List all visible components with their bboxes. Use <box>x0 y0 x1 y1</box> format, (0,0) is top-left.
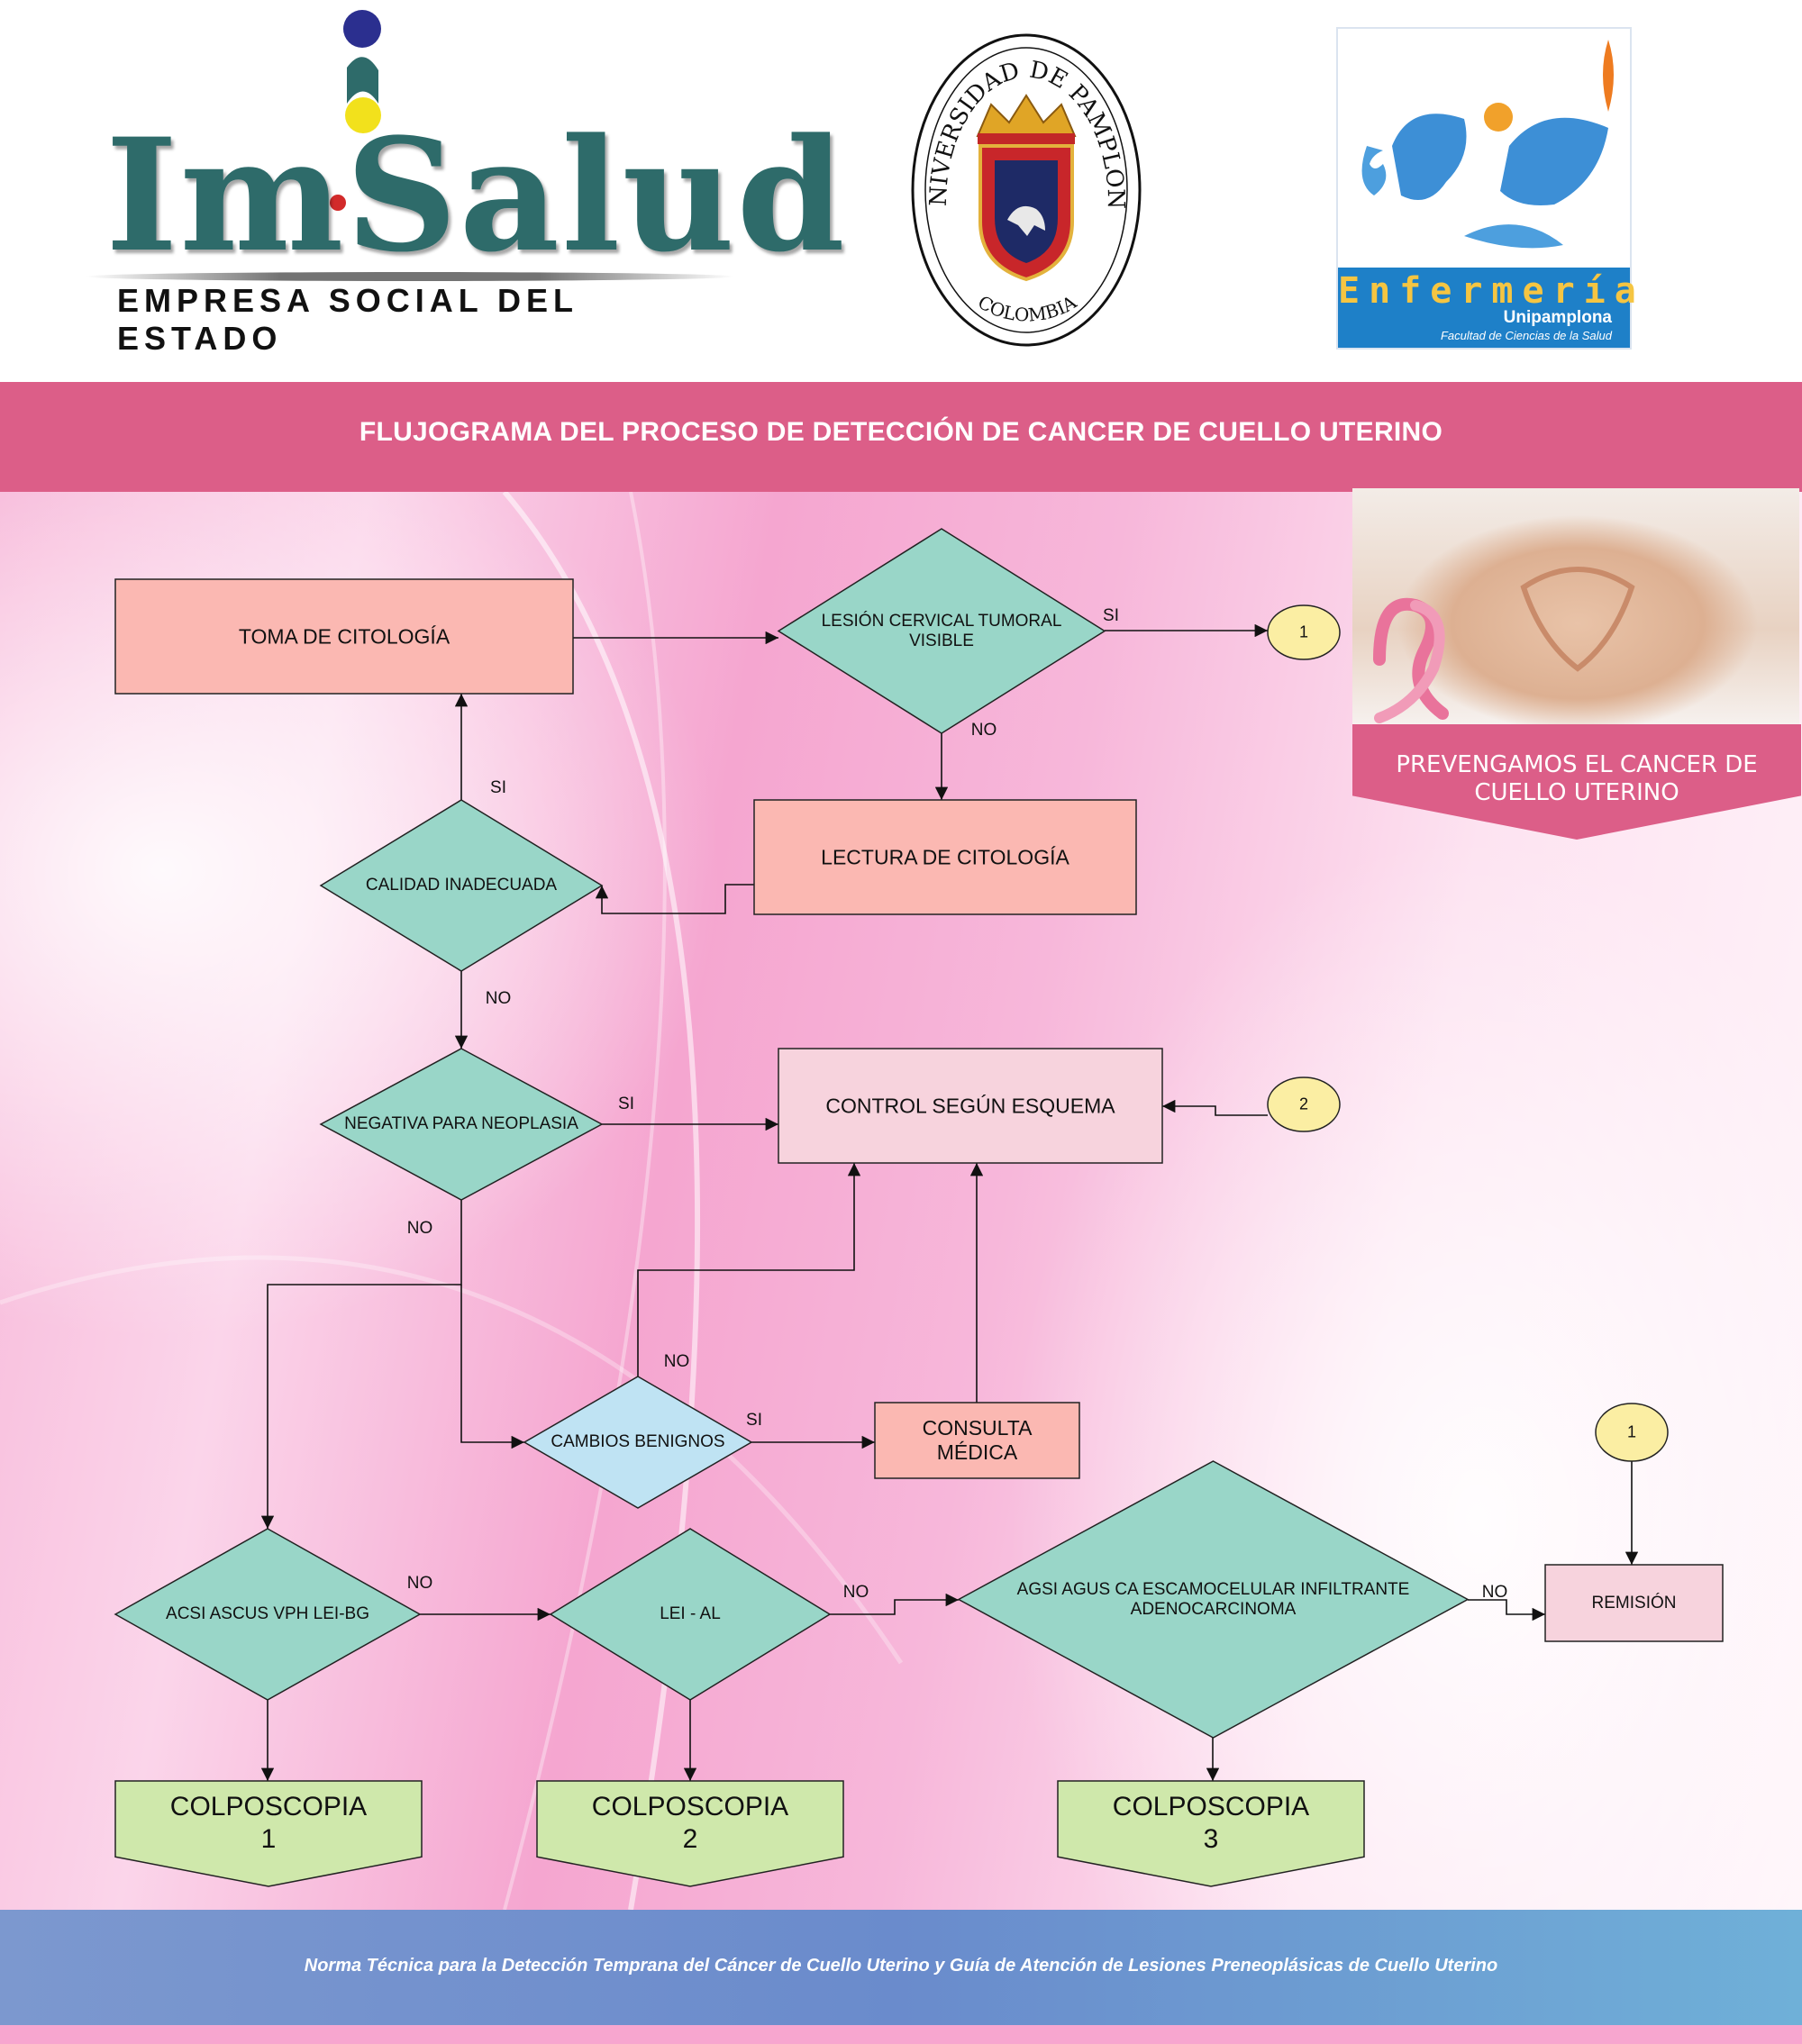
node-label-cambios: CAMBIOS BENIGNOS <box>551 1432 725 1451</box>
node-calidad <box>319 799 604 972</box>
node-label-lectura: LECTURA DE CITOLOGÍA <box>821 845 1069 868</box>
node-colpo1 <box>114 1780 423 1887</box>
shield-icon <box>978 144 1074 282</box>
unipamplona-seal: UNIVERSIDAD DE PAMPLONA COLOMBIA <box>900 12 1142 348</box>
edge-label-lesion-si: SI <box>1103 606 1119 625</box>
edge-conn2-control <box>1162 1099 1268 1116</box>
node-lectura <box>753 799 1137 915</box>
node-label-conn1a: 1 <box>1298 622 1309 641</box>
node-agsi <box>957 1460 1470 1739</box>
footer-text: Norma Técnica para la Detección Temprana… <box>304 1956 1498 1976</box>
node-acsi <box>114 1528 422 1701</box>
edge-label-cambios-no: NO <box>663 1352 690 1371</box>
edge-label-lesion-no: NO <box>970 721 997 740</box>
edge-negativa-cambios <box>460 1285 524 1449</box>
imsalud-wordmark: ImSalud <box>105 104 847 286</box>
node-toma <box>114 578 574 695</box>
node-conn2 <box>1267 1077 1341 1132</box>
edge-label-negativa-si: SI <box>618 1095 634 1113</box>
edge-label-calidad-no: NO <box>485 989 512 1008</box>
edge-lectura-calidad <box>595 884 754 914</box>
node-lesion <box>777 528 1106 734</box>
node-consulta <box>874 1402 1080 1479</box>
enfermeria-band <box>1338 268 1630 348</box>
edge-lei-agsi <box>830 1593 959 1615</box>
node-conn1b <box>1595 1403 1669 1462</box>
node-cambios <box>523 1376 753 1509</box>
node-label-negativa: NEGATIVA PARA NEOPLASIA <box>344 1114 578 1133</box>
abdomen-photo <box>1352 488 1799 724</box>
node-colpo2 <box>536 1780 844 1887</box>
caring-hands-icon <box>1361 40 1614 249</box>
enfermeria-title: Enfermería <box>1338 270 1645 312</box>
edge-negativa-acsi <box>260 1200 462 1529</box>
imsalud-underline <box>86 272 734 281</box>
node-label-remision: REMISIÓN <box>1591 1593 1677 1612</box>
node-colpo3 <box>1057 1780 1365 1887</box>
node-label-toma: TOMA DE CITOLOGÍA <box>238 624 450 648</box>
edge-label-cambios-si: SI <box>746 1411 762 1430</box>
node-conn1a <box>1267 604 1341 660</box>
node-label-lei: LEI - AL <box>660 1604 721 1623</box>
node-label-conn2: 2 <box>1298 1095 1309 1113</box>
node-lei <box>549 1528 832 1701</box>
node-label-conn1b: 1 <box>1626 1422 1637 1441</box>
edge-label-acsi-no: NO <box>406 1574 433 1593</box>
edge-label-calidad-si: SI <box>490 778 506 797</box>
node-label-acsi: ACSI ASCUS VPH LEI-BG <box>166 1604 369 1623</box>
enfermeria-logo: Enfermería Unipamplona Facultad de Cienc… <box>1336 27 1645 350</box>
edge-label-agsi-no: NO <box>1481 1583 1508 1602</box>
node-remision <box>1544 1564 1724 1642</box>
enfermeria-caption: Facultad de Ciencias de la Salud <box>1440 329 1612 342</box>
page-title: FLUJOGRAMA DEL PROCESO DE DETECCIÓN DE C… <box>359 417 1443 447</box>
edge-agsi-remision <box>1468 1599 1545 1622</box>
imsalud-logo: ImSalud EMPRESA SOCIAL DEL ESTADO <box>77 9 845 357</box>
edge-label-negativa-no: NO <box>406 1219 433 1238</box>
pink-ribbon-icon <box>1373 567 1635 723</box>
edge-cambios-control <box>637 1163 861 1376</box>
bottom-strip <box>0 2025 1802 2044</box>
imsalud-subtitle: EMPRESA SOCIAL DEL ESTADO <box>117 282 578 357</box>
node-label-control: CONTROL SEGÚN ESQUEMA <box>825 1094 1115 1117</box>
prevention-banner-text: PREVENGAMOS EL CANCER DE CUELLO UTERINO <box>1396 751 1758 806</box>
title-band <box>0 382 1802 492</box>
enfermeria-subtitle: Unipamplona <box>1503 308 1612 327</box>
node-label-calidad: CALIDAD INADECUADA <box>365 876 558 895</box>
crown-icon <box>976 94 1077 144</box>
edge-label-lei-no: NO <box>842 1583 869 1602</box>
imsalud-emblem <box>330 10 381 211</box>
node-control <box>778 1048 1163 1164</box>
footer-band <box>0 1910 1802 2025</box>
node-negativa <box>319 1048 604 1201</box>
